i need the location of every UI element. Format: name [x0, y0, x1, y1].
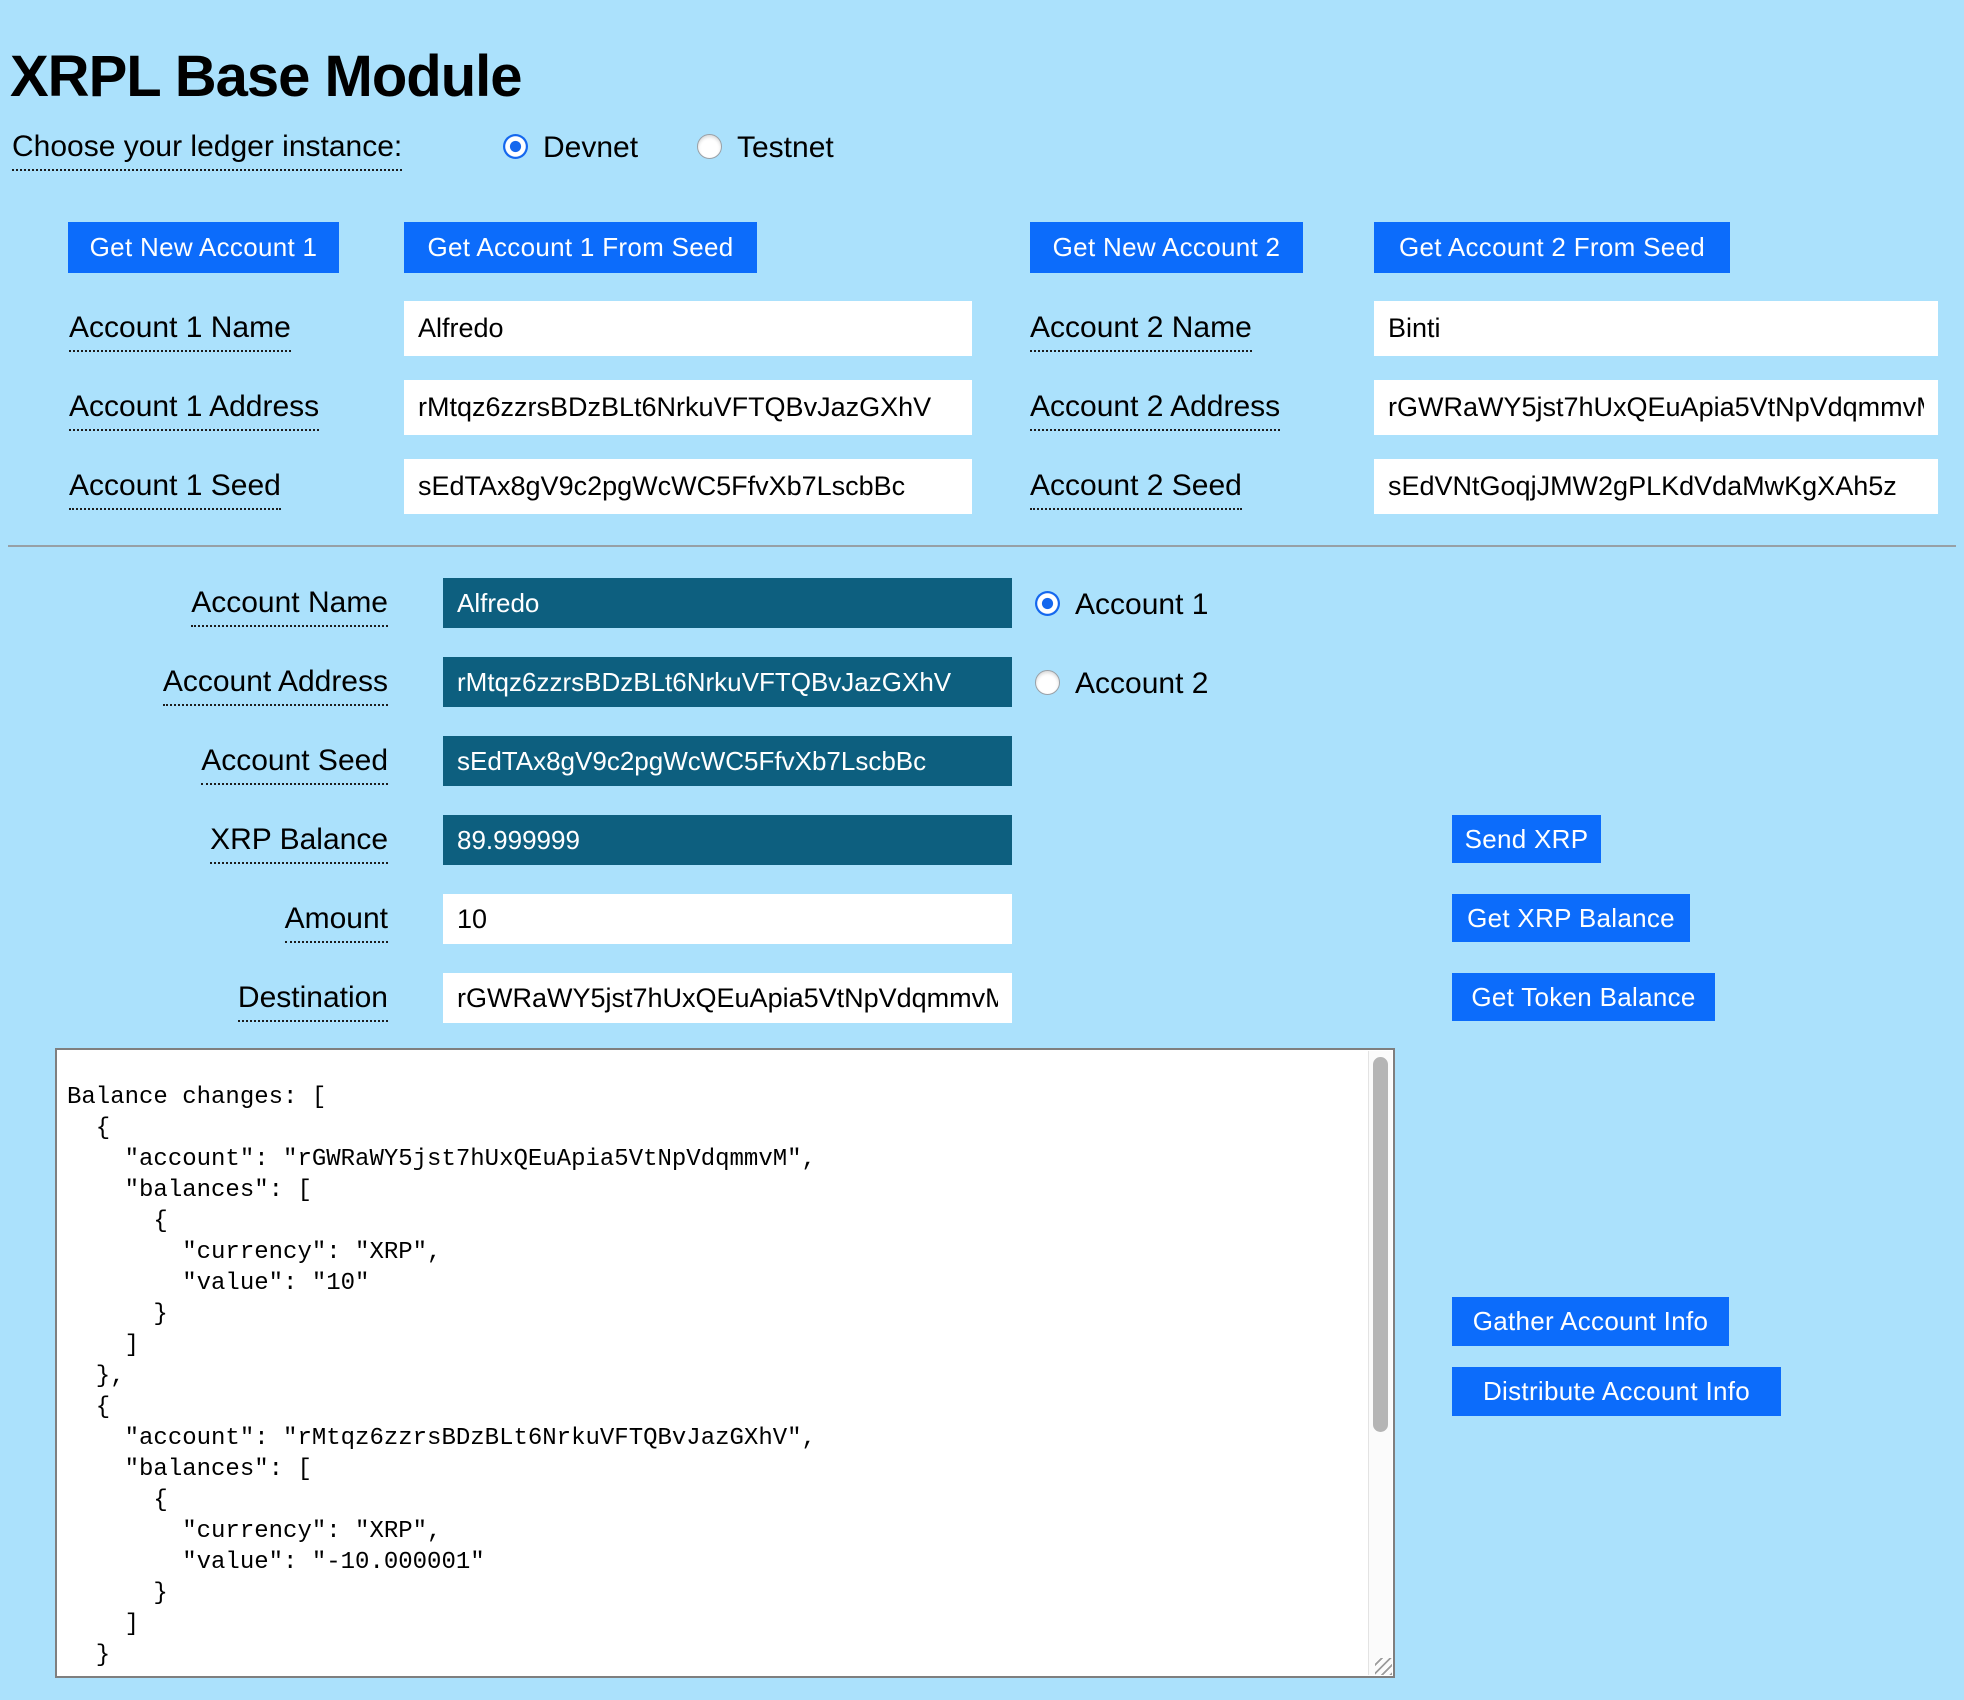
resize-handle-icon[interactable]	[1375, 1658, 1392, 1675]
account-name-label: Account Name	[0, 586, 388, 627]
ledger-instance-label: Choose your ledger instance:	[12, 130, 403, 171]
account-2-name-label: Account 2 Name	[1030, 311, 1252, 352]
get-account-1-from-seed-button[interactable]: Get Account 1 From Seed	[404, 222, 757, 273]
devnet-radio[interactable]	[503, 134, 528, 159]
get-account-2-from-seed-button[interactable]: Get Account 2 From Seed	[1374, 222, 1730, 273]
amount-input[interactable]	[443, 894, 1012, 944]
get-token-balance-button[interactable]: Get Token Balance	[1452, 973, 1715, 1021]
account-seed-input[interactable]	[443, 736, 1012, 786]
account-2-seed-label: Account 2 Seed	[1030, 469, 1242, 510]
account-2-radio[interactable]	[1035, 670, 1060, 695]
account-2-address-input[interactable]	[1374, 380, 1938, 435]
account-1-address-input[interactable]	[404, 380, 972, 435]
account-1-seed-label: Account 1 Seed	[69, 469, 281, 510]
results-scrollbar[interactable]	[1368, 1051, 1392, 1675]
account-1-name-input[interactable]	[404, 301, 972, 356]
account-1-name-label: Account 1 Name	[69, 311, 291, 352]
account-1-seed-input[interactable]	[404, 459, 972, 514]
testnet-label: Testnet	[737, 131, 834, 164]
account-2-radio-label: Account 2	[1075, 667, 1209, 700]
scrollbar-thumb[interactable]	[1373, 1057, 1388, 1432]
account-2-address-label: Account 2 Address	[1030, 390, 1281, 431]
get-new-account-2-button[interactable]: Get New Account 2	[1030, 222, 1303, 273]
account-name-input[interactable]	[443, 578, 1012, 628]
distribute-account-info-button[interactable]: Distribute Account Info	[1452, 1367, 1781, 1416]
destination-label: Destination	[0, 981, 388, 1022]
account-1-radio-label: Account 1	[1075, 588, 1209, 621]
amount-label: Amount	[0, 902, 388, 943]
xrp-balance-label: XRP Balance	[0, 823, 388, 864]
account-seed-label: Account Seed	[0, 744, 388, 785]
account-1-address-label: Account 1 Address	[69, 390, 320, 431]
get-xrp-balance-button[interactable]: Get XRP Balance	[1452, 894, 1690, 942]
account-1-radio[interactable]	[1035, 591, 1060, 616]
account-2-name-input[interactable]	[1374, 301, 1938, 356]
page-title: XRPL Base Module	[10, 43, 522, 109]
section-divider	[8, 545, 1956, 547]
account-2-seed-input[interactable]	[1374, 459, 1938, 514]
account-address-input[interactable]	[443, 657, 1012, 707]
testnet-radio[interactable]	[697, 134, 722, 159]
devnet-label: Devnet	[543, 131, 639, 164]
results-panel: Balance changes: [ { "account": "rGWRaWY…	[55, 1048, 1395, 1678]
xrp-balance-input[interactable]	[443, 815, 1012, 865]
results-textarea[interactable]: Balance changes: [ { "account": "rGWRaWY…	[57, 1050, 1393, 1676]
get-new-account-1-button[interactable]: Get New Account 1	[68, 222, 339, 273]
gather-account-info-button[interactable]: Gather Account Info	[1452, 1297, 1729, 1346]
send-xrp-button[interactable]: Send XRP	[1452, 815, 1601, 863]
account-address-label: Account Address	[0, 665, 388, 706]
destination-input[interactable]	[443, 973, 1012, 1023]
